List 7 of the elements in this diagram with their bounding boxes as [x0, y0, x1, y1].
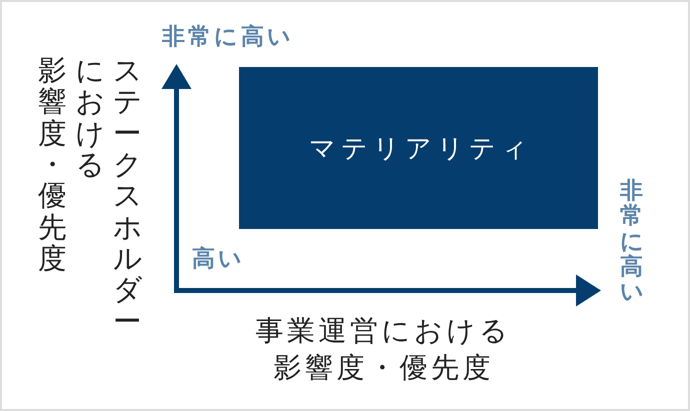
axis-level-label: 高い	[192, 246, 245, 274]
axis-level-label: 非常に高い	[162, 24, 294, 52]
axis-level-label: 非常に高い	[620, 179, 643, 306]
y-axis-title: ステークスホルダーにおける影響度・優先度	[38, 55, 142, 338]
materiality-box	[239, 67, 598, 229]
box-label: マテリアリティ	[308, 132, 533, 166]
x-axis-title: 事業運営における影響度・優先度	[254, 313, 512, 386]
